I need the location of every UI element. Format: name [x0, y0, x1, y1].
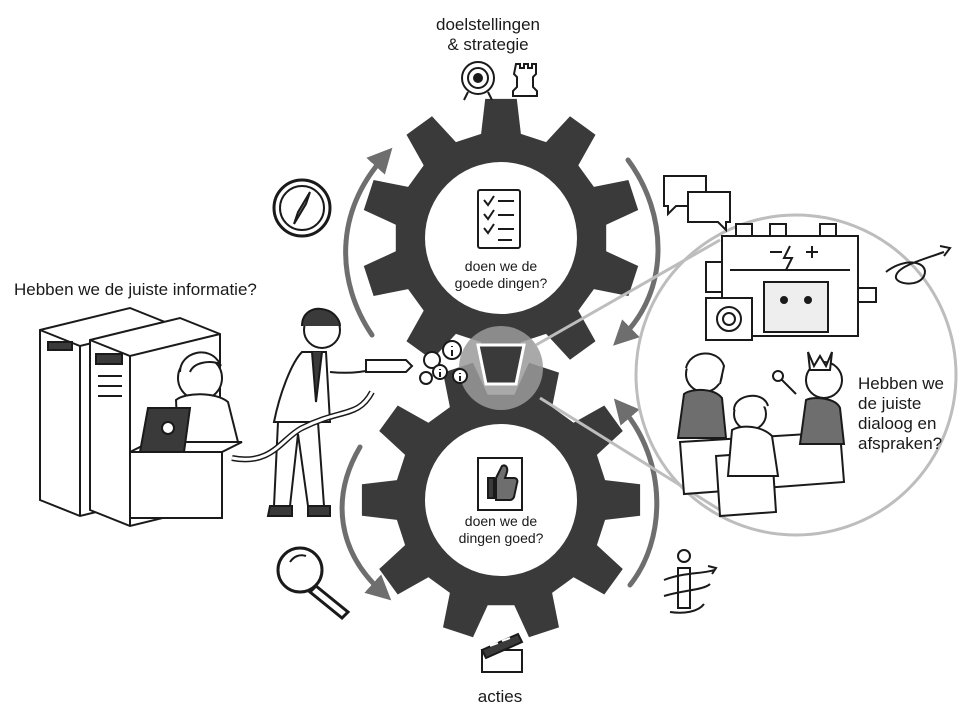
gear-top-line2: goede dingen?	[454, 275, 548, 291]
clapperboard-icon	[480, 632, 524, 673]
gear-bottom-line1: doen we de	[464, 513, 538, 529]
zoom-line-top	[535, 238, 721, 347]
thumbs-up-icon	[477, 457, 523, 511]
gear-top-line1: doen we de	[464, 258, 538, 274]
zoom-circle	[634, 213, 958, 537]
arrow-top-left	[343, 147, 393, 338]
arrow-bottom-right	[613, 398, 660, 588]
compass-icon	[272, 178, 332, 238]
label-bottom: acties	[477, 687, 523, 706]
label-right-line2: de juiste	[858, 394, 922, 413]
chess-rook-icon	[512, 63, 538, 97]
rotation-arrows	[339, 147, 661, 601]
label-right-line3: dialoog en	[858, 414, 937, 433]
label-right-line1: Hebben we	[858, 374, 945, 393]
gear-overlap-tooth	[476, 343, 526, 386]
checklist-icon	[477, 189, 521, 249]
gear-top-question: doen we de goede dingen?	[431, 258, 571, 292]
speech-bubbles-icon	[663, 175, 731, 233]
magnifier-icon	[276, 546, 351, 621]
swirl-arrow-icon	[885, 245, 952, 285]
arrow-top-right	[613, 157, 661, 346]
info-icon	[419, 340, 468, 385]
gear-bottom-line2: dingen goed?	[458, 530, 544, 546]
battery-icon	[705, 223, 877, 341]
label-left-question: Hebben we de juiste informatie?	[14, 280, 257, 299]
label-right-question: Hebben we de juiste dialoog en afspraken…	[858, 374, 968, 454]
label-top-line2: & strategie	[447, 35, 529, 54]
person-with-hose	[231, 307, 414, 517]
label-top-line1: doelstellingen	[436, 15, 540, 34]
gear-bottom-question: doen we de dingen goed?	[431, 513, 571, 547]
label-right-line4: afspraken?	[858, 434, 943, 453]
label-top: doelstellingen & strategie	[398, 15, 578, 55]
info-spiral-icon	[663, 549, 718, 614]
person-at-laptop	[129, 351, 243, 519]
arrow-bottom-left	[339, 444, 392, 601]
meeting-group	[676, 351, 846, 518]
target-icon	[461, 61, 495, 101]
